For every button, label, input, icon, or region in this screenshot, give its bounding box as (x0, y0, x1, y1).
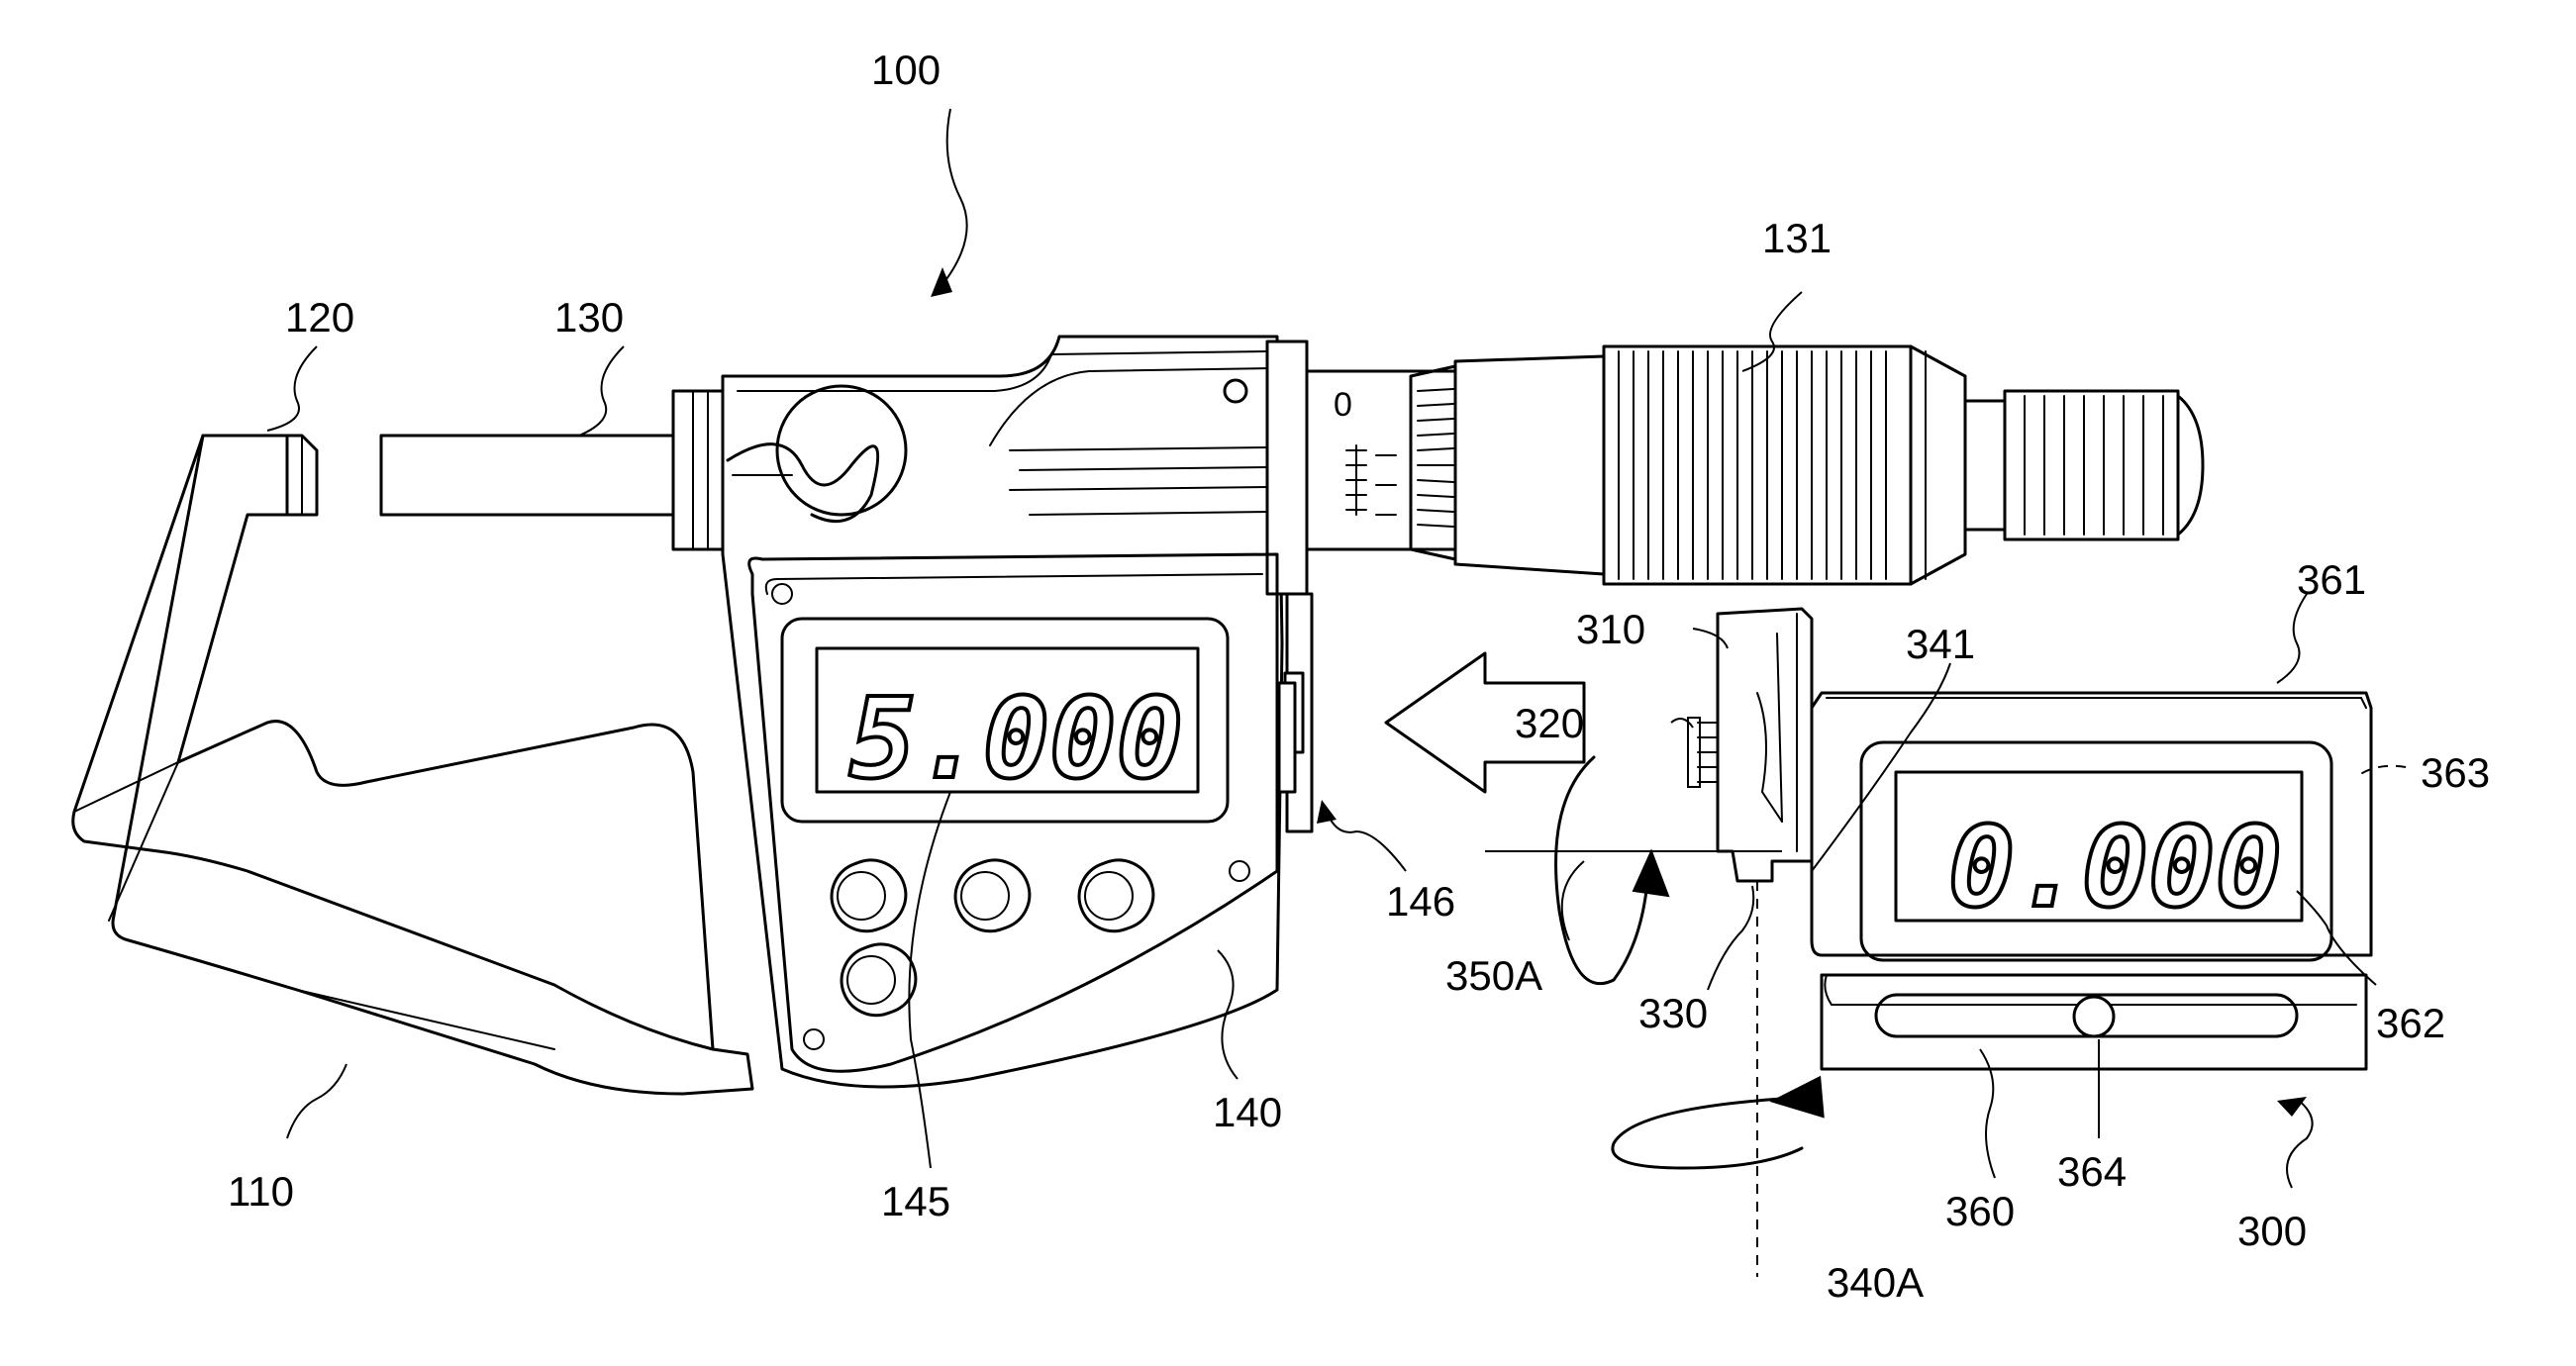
label-120: 120 (285, 294, 354, 341)
micrometer-buttons (822, 850, 1162, 1024)
label-131: 131 (1762, 215, 1832, 261)
label-146: 146 (1386, 878, 1455, 925)
label-110: 110 (228, 1168, 294, 1215)
label-145: 145 (881, 1178, 950, 1224)
label-341: 341 (1906, 621, 1975, 667)
reference-labels: 100 110 120 130 131 140 145 146 300 310 … (228, 47, 2490, 1306)
sleeve-zero-mark: 0 (1334, 386, 1352, 424)
label-360: 360 (1945, 1188, 2015, 1234)
label-320: 320 (1515, 700, 1584, 746)
label-350A: 350A (1445, 952, 1542, 999)
label-340A: 340A (1827, 1259, 1924, 1306)
label-310: 310 (1576, 606, 1645, 652)
label-363: 363 (2421, 749, 2490, 796)
spindle (381, 391, 723, 549)
label-130: 130 (554, 294, 624, 341)
label-362: 362 (2376, 1000, 2445, 1046)
thimble-assembly (1307, 346, 2203, 584)
micrometer-lcd-reading: 5.000 (849, 675, 1183, 804)
label-100: 100 (871, 47, 941, 93)
label-300: 300 (2237, 1208, 2307, 1254)
micrometer-frame (73, 436, 752, 1094)
label-330: 330 (1638, 990, 1708, 1036)
label-361: 361 (2297, 556, 2366, 603)
external-lcd-reading: 0.000 (1948, 804, 2282, 932)
label-364: 364 (2057, 1148, 2127, 1195)
label-140: 140 (1213, 1089, 1282, 1135)
